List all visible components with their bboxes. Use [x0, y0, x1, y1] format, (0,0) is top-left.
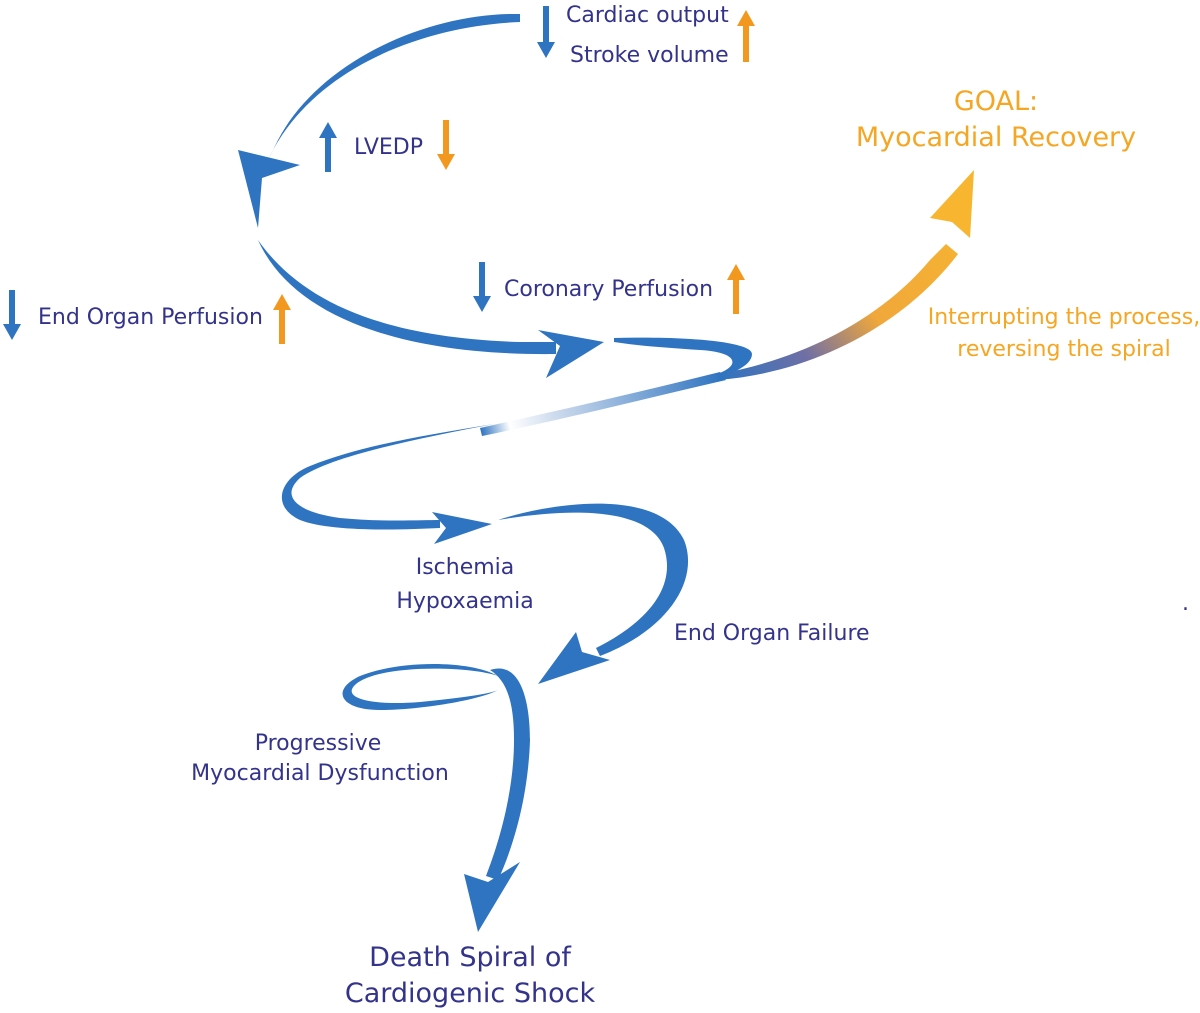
cardiac-output-label: Cardiac output: [566, 3, 729, 28]
orange-up-arrow-icon: [727, 264, 745, 314]
spiral-mid-arc: [281, 424, 494, 530]
myocardial-dysfunction-label: Myocardial Dysfunction: [191, 761, 449, 786]
spiral-left-arc: [258, 240, 556, 355]
spiral-lower-loop: [342, 664, 498, 710]
orange-down-arrow-icon: [437, 120, 455, 170]
progressive-label: Progressive: [255, 731, 382, 756]
goal-note-line2: reversing the spiral: [957, 337, 1170, 362]
spiral-right-loop: [614, 337, 752, 382]
end-organ-perfusion-label: End Organ Perfusion: [38, 305, 263, 330]
blue-down-arrow-icon: [537, 6, 555, 58]
goal-heading: GOAL:: [954, 86, 1038, 117]
recovery-arrowhead: [930, 170, 974, 238]
hypoxaemia-label: Hypoxaemia: [396, 589, 533, 614]
recovery-arc: [718, 244, 958, 380]
lvedp-label: LVEDP: [354, 135, 423, 160]
ischemia-label: Ischemia: [416, 555, 515, 580]
orange-up-arrow-icon: [737, 10, 755, 62]
spiral-fade-band: [480, 372, 726, 436]
spiral-mid-arrowhead: [432, 512, 492, 544]
blue-down-arrow-icon: [473, 262, 491, 312]
stray-dot-marker: .: [1182, 591, 1189, 616]
goal-note-line1: Interrupting the process,: [928, 305, 1200, 330]
spiral-left-arrowhead: [538, 330, 604, 378]
death-spiral-title-line2: Cardiogenic Shock: [345, 978, 596, 1009]
goal-title: Myocardial Recovery: [856, 122, 1136, 153]
spiral-top-arrowhead: [238, 150, 300, 228]
death-spiral-band: [238, 13, 974, 932]
orange-up-arrow-icon: [273, 294, 291, 344]
end-organ-failure-label: End Organ Failure: [674, 621, 870, 646]
spiral-top-arc: [268, 13, 520, 161]
blue-down-arrow-icon: [3, 290, 21, 340]
coronary-perfusion-label: Coronary Perfusion: [504, 277, 713, 302]
spiral-ischemia-arc: [498, 503, 689, 656]
spiral-failure-arrowhead: [538, 632, 610, 684]
stroke-volume-label: Stroke volume: [570, 43, 729, 68]
death-spiral-title-line1: Death Spiral of: [369, 942, 572, 973]
spiral-final-descent: [486, 668, 530, 880]
spiral-final-arrowhead: [464, 862, 520, 932]
blue-up-arrow-icon: [319, 122, 337, 172]
